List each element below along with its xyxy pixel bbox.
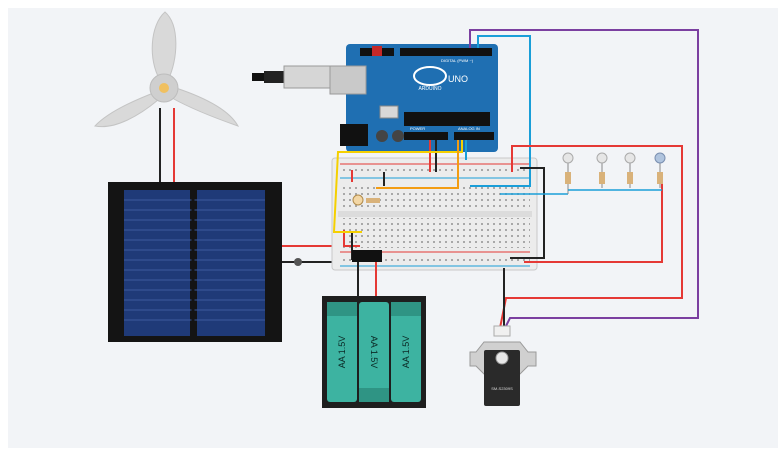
led-3 <box>624 152 636 188</box>
battery-pack[interactable]: AA 1.5V AA 1.5V AA 1.5V <box>322 296 426 408</box>
power-label: POWER <box>410 126 425 131</box>
led-2 <box>596 152 608 188</box>
power-header <box>404 132 448 140</box>
solar-panel[interactable] <box>108 182 282 342</box>
led-3-resistor <box>627 172 633 184</box>
servo-shaft <box>495 351 509 365</box>
analog-header <box>454 132 494 140</box>
analog-label: ANALOG IN <box>458 126 480 131</box>
digital-purple-wire <box>469 29 699 331</box>
digital-blue-wire <box>470 35 531 187</box>
atmega-chip <box>404 112 490 126</box>
led-array[interactable] <box>562 152 666 194</box>
reset-button[interactable] <box>372 46 382 56</box>
power-switch[interactable] <box>352 250 382 262</box>
analog-yellow-wire <box>332 140 463 233</box>
fan-blade-top <box>151 11 177 81</box>
servo-motor[interactable]: SM-S2309S <box>469 325 537 406</box>
bb-right-black-wire <box>510 167 545 259</box>
power-jack <box>340 124 368 146</box>
fan-blade-left <box>94 91 159 128</box>
resistor-body <box>366 198 380 203</box>
fan-blade-right <box>171 87 240 127</box>
analog-orange-wire <box>376 140 459 189</box>
capacitor-2 <box>392 130 404 142</box>
battery-cell-3 <box>391 302 421 402</box>
usb-cable-end <box>252 73 266 81</box>
capacitor-1 <box>376 130 388 142</box>
fan-motor[interactable] <box>94 11 240 182</box>
battery-cell-1 <box>327 302 357 402</box>
solar-wire-joint <box>294 258 302 266</box>
digital-header <box>400 48 492 56</box>
servo-model-label: SM-S2309S <box>491 386 513 391</box>
battery-cell-1-label: AA 1.5V <box>337 336 347 369</box>
servo-body <box>484 350 520 406</box>
arduino-brand-label: ARDUINO <box>418 86 441 92</box>
arduino-uno[interactable]: DIGITAL (PWM ~) ARDUINO UNO POWER ANALOG… <box>329 44 498 152</box>
solar-cell-right <box>197 190 265 336</box>
solar-cell-left <box>124 190 190 336</box>
digital-header-label: DIGITAL (PWM ~) <box>441 58 474 63</box>
photoresistor[interactable] <box>352 194 380 206</box>
usb-cable-connector <box>283 65 331 89</box>
battery-cell-2 <box>359 302 389 402</box>
battery-cell-2-label: AA 1.5V <box>369 336 379 369</box>
arduino-model-label: UNO <box>448 74 468 84</box>
led-4 <box>654 152 666 188</box>
photoresistor-head <box>352 194 364 206</box>
breadboard-center-gap <box>338 211 532 217</box>
fan-shaft <box>159 83 169 93</box>
led-supply-red-wire <box>524 180 663 263</box>
servo-connector <box>493 325 511 337</box>
led-4-resistor <box>657 172 663 184</box>
battery-cell-3-cap <box>391 302 421 316</box>
crystal <box>379 105 399 119</box>
breadboard-holes-bottom-rail <box>340 256 530 262</box>
led-1 <box>562 152 574 194</box>
battery-cell-1-cap <box>327 302 357 316</box>
battery-cell-2-cap <box>359 388 389 402</box>
bb-jumper-red-2 <box>343 230 360 247</box>
usb-cable-plug <box>264 71 284 83</box>
breadboard-holes-lower <box>340 218 530 248</box>
battery-cell-3-label: AA 1.5V <box>401 336 411 369</box>
usb-cable[interactable] <box>252 65 331 89</box>
led-2-resistor <box>599 172 605 184</box>
usb-port <box>329 65 367 95</box>
arduino-infinity-logo <box>413 66 447 86</box>
led-1-resistor <box>565 172 571 184</box>
